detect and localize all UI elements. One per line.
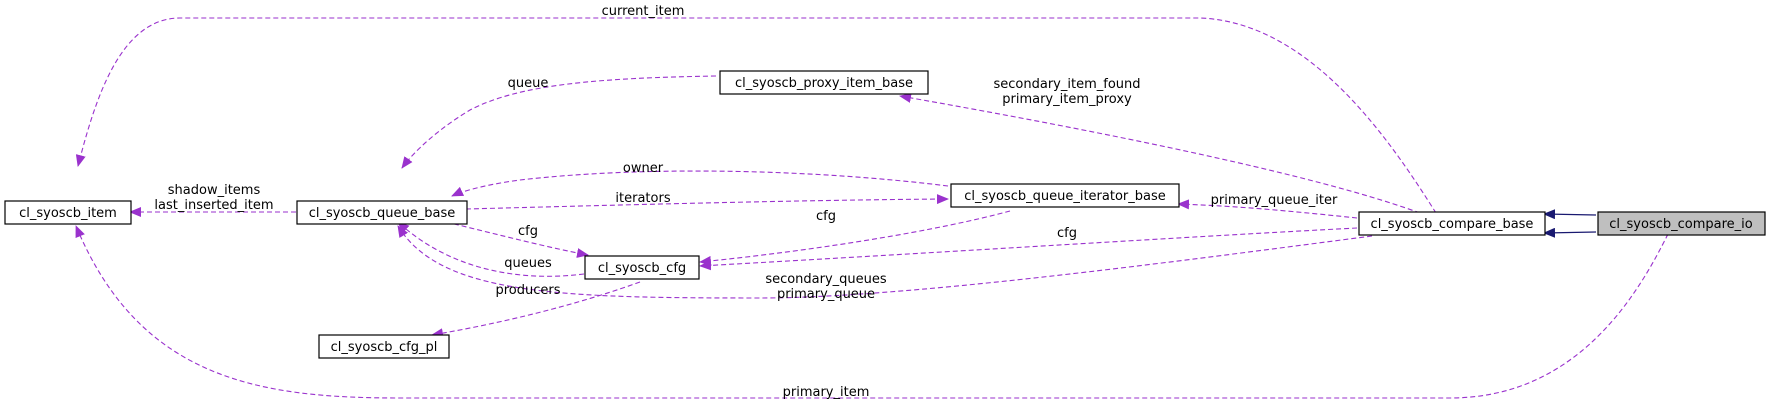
label-primary-item: primary_item bbox=[783, 385, 870, 400]
label-producers: producers bbox=[495, 283, 560, 298]
node-label: cl_syoscb_cfg bbox=[598, 261, 686, 276]
label-primary-item-proxy: primary_item_proxy bbox=[1002, 92, 1132, 107]
label-secondary-queues: secondary_queues bbox=[765, 272, 887, 287]
node-cl-syoscb-item[interactable]: cl_syoscb_item bbox=[4, 200, 132, 225]
edge-owner bbox=[451, 170, 949, 197]
label-owner: owner bbox=[623, 161, 664, 176]
label-secondary-item-found: secondary_item_found bbox=[994, 77, 1141, 92]
edge-inherit-bottom bbox=[1543, 227, 1597, 238]
node-cl-syoscb-queue-base[interactable]: cl_syoscb_queue_base bbox=[296, 200, 468, 225]
edge-primary-item bbox=[75, 225, 1669, 399]
node-label: cl_syoscb_item bbox=[19, 206, 117, 221]
edge-queue bbox=[401, 75, 717, 169]
node-label: cl_syoscb_cfg_pl bbox=[331, 340, 438, 355]
edge-iterators bbox=[465, 194, 949, 210]
node-cl-syoscb-proxy-item-base[interactable]: cl_syoscb_proxy_item_base bbox=[719, 70, 929, 95]
node-cl-syoscb-cfg-pl[interactable]: cl_syoscb_cfg_pl bbox=[318, 334, 450, 359]
node-label: cl_syoscb_queue_base bbox=[309, 206, 456, 221]
label-current-item: current_item bbox=[602, 4, 685, 19]
label-cfg-queue: cfg bbox=[518, 224, 538, 239]
label-primary-queue-iter: primary_queue_iter bbox=[1211, 193, 1338, 208]
edge-inherit-top bbox=[1543, 209, 1597, 220]
label-cfg-iter: cfg bbox=[816, 209, 836, 224]
node-label: cl_syoscb_compare_base bbox=[1371, 217, 1534, 232]
node-label: cl_syoscb_proxy_item_base bbox=[735, 76, 913, 91]
edge-current-item bbox=[75, 17, 1437, 214]
label-last-inserted-item: last_inserted_item bbox=[154, 198, 273, 213]
edge-queues bbox=[397, 221, 585, 277]
edge-cfg-queue bbox=[445, 221, 589, 258]
label-cfg-compare: cfg bbox=[1057, 226, 1077, 241]
node-cl-syoscb-cfg[interactable]: cl_syoscb_cfg bbox=[584, 255, 700, 280]
edge-secondary-queues bbox=[397, 225, 1373, 299]
node-cl-syoscb-compare-base[interactable]: cl_syoscb_compare_base bbox=[1358, 211, 1546, 236]
label-shadow-items: shadow_items bbox=[168, 183, 261, 198]
node-label: cl_syoscb_queue_iterator_base bbox=[964, 189, 1165, 204]
edge-cfg-compare bbox=[699, 227, 1358, 271]
label-queues: queues bbox=[504, 256, 552, 271]
label-iterators: iterators bbox=[615, 191, 670, 206]
node-cl-syoscb-compare-io[interactable]: cl_syoscb_compare_io bbox=[1597, 211, 1766, 236]
edge-primary-queue-iter bbox=[1177, 199, 1358, 219]
node-cl-syoscb-queue-iterator-base[interactable]: cl_syoscb_queue_iterator_base bbox=[950, 183, 1180, 208]
label-queue: queue bbox=[508, 76, 549, 91]
node-label: cl_syoscb_compare_io bbox=[1609, 217, 1753, 232]
label-primary-queue: primary_queue bbox=[777, 287, 875, 302]
edge-producers bbox=[431, 281, 641, 339]
edge-secondary-item-found bbox=[899, 92, 1421, 214]
edge-cfg-iter bbox=[699, 210, 1011, 266]
